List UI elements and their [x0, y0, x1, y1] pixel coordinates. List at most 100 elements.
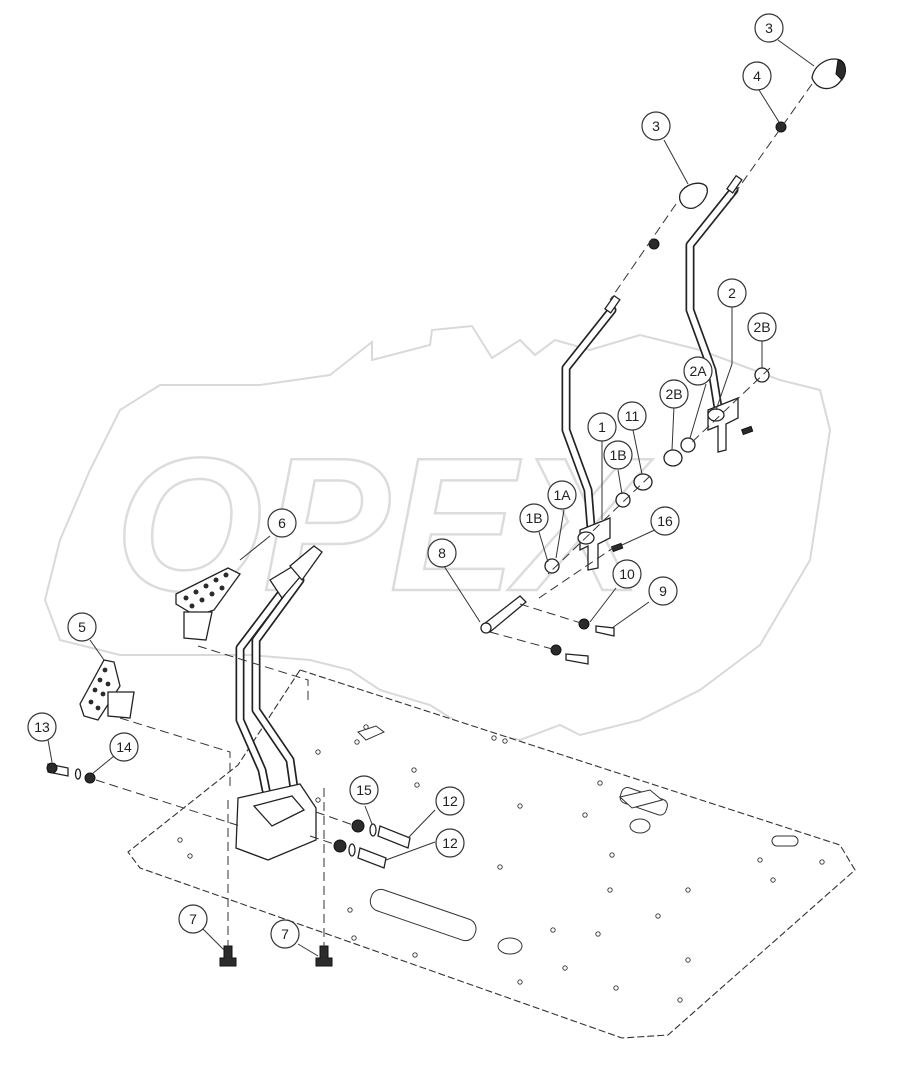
bolt-7-right [315, 945, 333, 967]
callout-11: 11 [617, 401, 647, 431]
callout-label: 2A [689, 363, 707, 379]
callout-2: 2 [717, 278, 747, 308]
lever-2-bracket [707, 397, 739, 453]
washer-lower [348, 843, 356, 857]
callout-label: 1B [525, 510, 542, 526]
plate-cutout-small [357, 725, 385, 741]
nut-14 [84, 772, 96, 784]
callout-1B-lower: 1B [519, 503, 549, 533]
callout-7-left: 7 [178, 904, 208, 934]
center-lever-base-inner [252, 795, 306, 827]
knob-3-top-assembly [775, 58, 846, 133]
plate-slot-front [369, 888, 477, 942]
bushing-1B-lower [544, 558, 560, 574]
leader-lines [47, 39, 815, 957]
plate-cutout-rect [618, 789, 664, 809]
plate-hole-large-1 [629, 818, 651, 834]
center-lever-right-grip [289, 545, 323, 582]
spacer-2A [663, 449, 683, 467]
assembly-lines [95, 83, 813, 946]
bolt-9-upper [595, 625, 615, 637]
plate-slot-far [771, 835, 799, 847]
callouts: 3 4 3 2 2B 2A 2B 11 1 1B 1A 1B 16 6 8 10… [27, 13, 784, 949]
bolt-9-lower [565, 653, 589, 665]
washer-14-small [74, 768, 82, 780]
bolt-13-14 [46, 762, 96, 784]
bolts-7 [219, 945, 333, 967]
pedal-5-mount [107, 691, 135, 719]
callout-label: 5 [78, 619, 86, 635]
callout-2B-upper: 2B [747, 312, 777, 342]
pedal-5-assembly [79, 659, 135, 721]
callout-label: 3 [652, 118, 660, 134]
callout-3-top: 3 [754, 13, 784, 43]
callout-label: 4 [753, 68, 761, 84]
callout-label: 8 [438, 545, 446, 561]
screw-right-small [740, 425, 754, 436]
callout-1: 1 [587, 412, 617, 442]
washer-15 [369, 823, 377, 837]
watermark-gear-outline [43, 324, 832, 742]
callout-label: 3 [765, 20, 773, 36]
callout-label: 2 [728, 285, 736, 301]
callout-label: 10 [619, 566, 635, 582]
pedal-6-assembly [175, 567, 241, 641]
callout-label: 2B [665, 386, 682, 402]
callout-label: 7 [189, 911, 197, 927]
callout-16: 16 [650, 506, 680, 536]
callout-label: 16 [657, 513, 673, 529]
callout-10: 10 [612, 559, 642, 589]
callout-label: 15 [356, 782, 372, 798]
callout-label: 1 [598, 419, 606, 435]
bushing-1B-upper [615, 492, 631, 508]
callout-label: 6 [278, 515, 286, 531]
callout-label: 1B [609, 447, 626, 463]
callout-1A: 1A [547, 480, 577, 510]
callout-1B-upper: 1B [603, 440, 633, 470]
callout-2A: 2A [683, 356, 713, 386]
callout-label: 1A [553, 487, 571, 503]
callout-13: 13 [27, 712, 57, 742]
callout-4: 4 [742, 61, 772, 91]
callout-12-upper: 12 [435, 786, 465, 816]
screw-16 [610, 542, 624, 553]
knob-3-top-cap [835, 59, 846, 81]
callout-label: 12 [442, 793, 458, 809]
bolt-12-lower [357, 847, 387, 869]
base-plate-outline [127, 669, 856, 1039]
callout-9: 9 [648, 576, 678, 606]
bolt-7-left [219, 945, 237, 967]
lever-1-assembly [544, 294, 653, 574]
callout-6: 6 [267, 508, 297, 538]
bolt-13-head [46, 762, 58, 774]
lever-1-threaded-tip [604, 294, 621, 314]
callout-label: 12 [442, 835, 458, 851]
plate-small-holes [177, 724, 825, 1003]
lever-2-threaded-tip [726, 174, 743, 194]
nut-10-lower [550, 644, 562, 656]
callout-label: 9 [659, 583, 667, 599]
callout-2B-lower: 2B [659, 379, 689, 409]
pedal-6-mount [183, 611, 213, 641]
bolt-12-upper [377, 825, 411, 849]
callout-3-mid: 3 [641, 111, 671, 141]
callout-label: 14 [116, 739, 132, 755]
callout-7-right: 7 [270, 919, 300, 949]
callout-15: 15 [349, 775, 379, 805]
pedal-6-studs [183, 572, 229, 609]
callout-5: 5 [67, 612, 97, 642]
callout-8: 8 [427, 538, 457, 568]
callout-label: 11 [625, 408, 640, 424]
plate-hole-large-2 [497, 937, 523, 955]
shaft-8-end [480, 622, 492, 634]
nut-10-upper [578, 618, 590, 630]
callout-label: 13 [34, 719, 50, 735]
callout-label: 7 [281, 926, 289, 942]
callout-12-lower: 12 [435, 828, 465, 858]
bushing-2B-lower [680, 437, 696, 453]
callout-14: 14 [109, 732, 139, 762]
lever-1-bracket [579, 517, 611, 571]
center-levers-assembly [235, 545, 323, 861]
callout-label: 2B [753, 319, 770, 335]
